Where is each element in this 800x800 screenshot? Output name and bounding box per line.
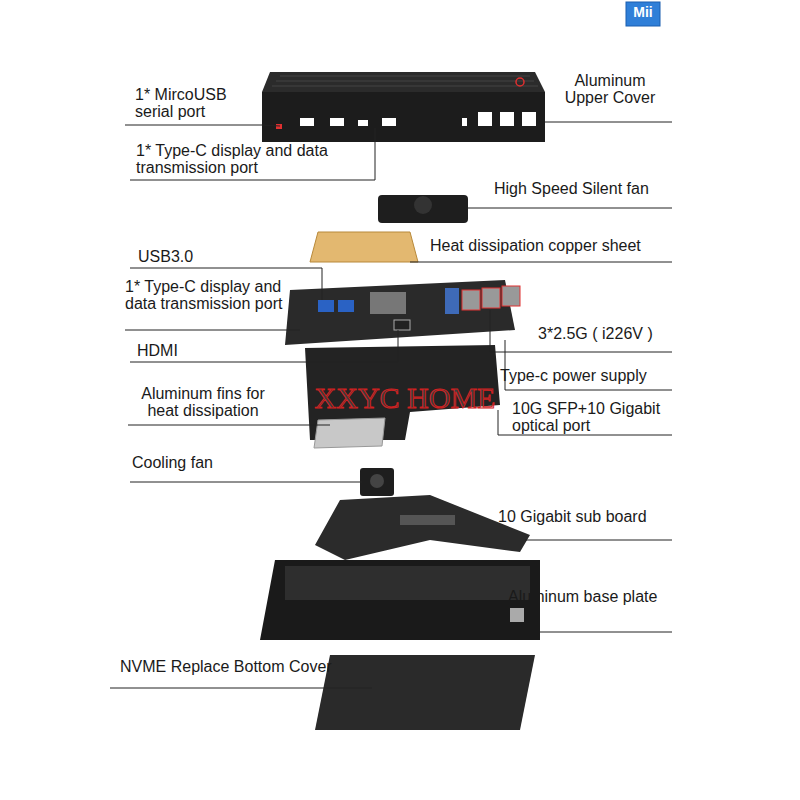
leader-line: [125, 330, 300, 331]
part-label: 1* Type-C display and data transmission …: [125, 278, 305, 312]
leader-line: [540, 632, 672, 633]
leader-line: [410, 262, 672, 263]
logo-box: [626, 2, 660, 26]
sub-board: [315, 495, 530, 560]
port: [330, 118, 344, 126]
usb-port: [338, 300, 354, 312]
part-label: Type-c power supply: [500, 367, 675, 384]
power-led: [516, 78, 524, 86]
part-label: 10G SFP+10 Gigabit optical port: [512, 400, 680, 434]
port: [300, 118, 314, 126]
cooling-fan: [360, 468, 394, 496]
cover-top: [262, 72, 545, 92]
port: [510, 608, 524, 622]
silent-fan: [378, 195, 468, 223]
fin-line: [276, 81, 534, 82]
part-label: Aluminum Upper Cover: [555, 72, 665, 106]
leader-line: [125, 125, 280, 126]
logo-text: Mii: [627, 5, 659, 20]
part-label: 10 Gigabit sub board: [498, 508, 678, 525]
cover-front: [262, 92, 545, 142]
port: [382, 118, 396, 126]
board: [285, 280, 515, 345]
part-label: HDMI: [137, 342, 217, 359]
fan-hub: [414, 196, 432, 214]
upper-cover: [262, 72, 545, 142]
part-label: Cooling fan: [132, 454, 252, 471]
leader-line: [545, 122, 672, 123]
port: [478, 112, 492, 126]
fin-line: [272, 86, 538, 87]
aluminum-fins: [314, 418, 385, 448]
bottom-cover: [315, 655, 535, 730]
part-label: High Speed Silent fan: [494, 180, 674, 197]
part-label: USB3.0: [138, 248, 218, 265]
part-label: 1* Type-C display and data transmission …: [136, 142, 368, 176]
leader-line: [130, 482, 362, 483]
leader-line: [130, 330, 398, 362]
sfp-port: [445, 288, 459, 314]
eth-port: [502, 286, 520, 306]
eth-port: [482, 288, 500, 308]
port: [462, 118, 467, 126]
leader-line: [128, 425, 330, 426]
hdmi-port: [394, 320, 410, 330]
watermark: XXYC HOME: [285, 382, 525, 414]
part-label: 1* MircoUSB serial port: [135, 86, 255, 120]
base-plate: [260, 560, 540, 640]
usb-port: [318, 300, 334, 312]
copper-sheet: [310, 232, 418, 262]
port: [522, 112, 536, 126]
base-inner: [285, 566, 530, 600]
leader-line: [110, 688, 372, 689]
part-label: Aluminum fins for heat dissipation: [128, 385, 278, 419]
leader-line: [525, 540, 672, 541]
cpu: [370, 292, 406, 314]
fin-line: [280, 76, 530, 77]
port: [276, 124, 282, 129]
leader-line: [468, 208, 672, 209]
connector: [400, 515, 455, 525]
part-label: NVME Replace Bottom Cover: [120, 658, 370, 675]
eth-port: [462, 290, 480, 310]
base-wall: [260, 560, 540, 640]
mainboard: [285, 280, 520, 345]
part-label: 3*2.5G ( i226V ): [538, 325, 678, 342]
leader-line: [130, 128, 375, 180]
port: [358, 120, 368, 126]
part-label: Aluminum base plate: [508, 588, 688, 605]
part-label: Heat dissipation copper sheet: [430, 237, 675, 254]
fan-hub: [370, 474, 384, 488]
port: [500, 112, 514, 126]
fan-body: [378, 195, 468, 223]
